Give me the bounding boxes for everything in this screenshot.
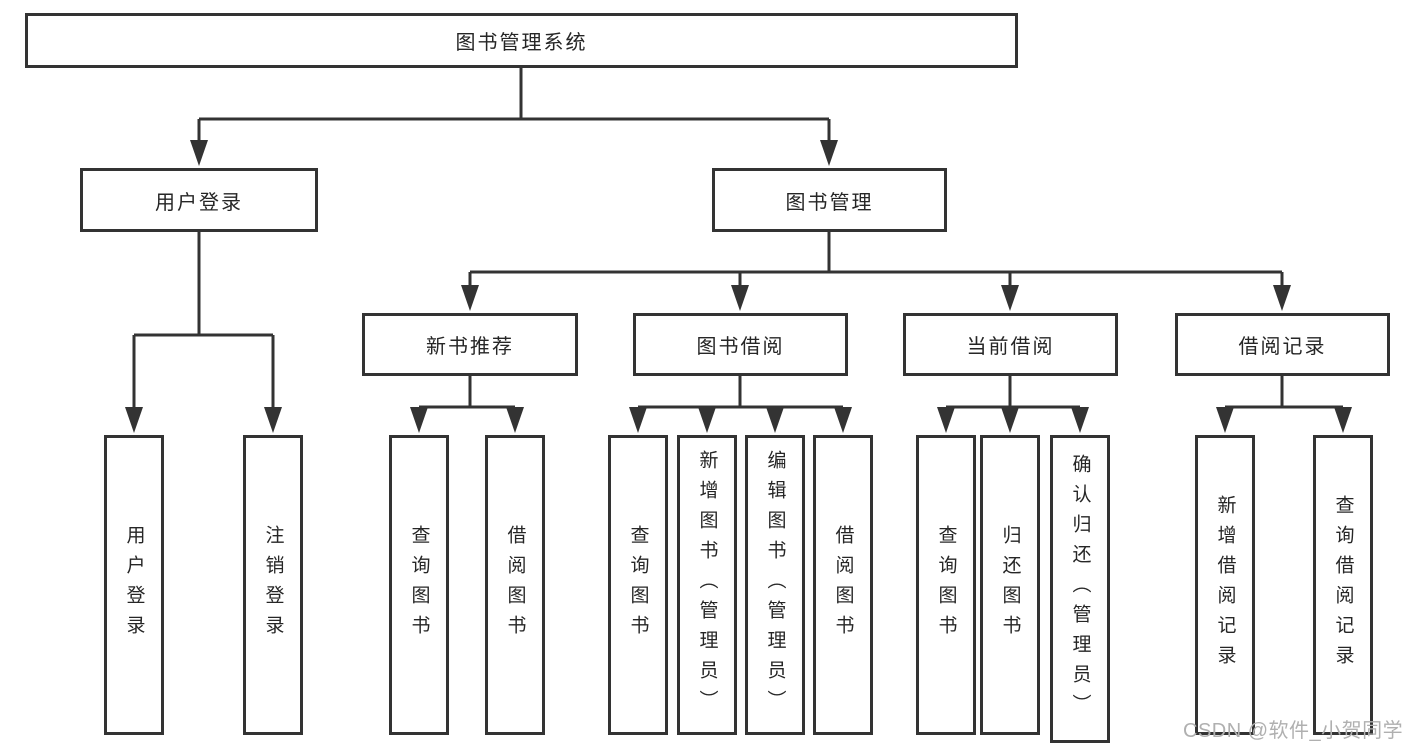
node-label: 图书借阅 bbox=[696, 336, 785, 358]
arrowhead bbox=[1273, 285, 1291, 311]
node-label: 借阅图书 bbox=[832, 525, 854, 645]
node-label: 新增图书（管理员） bbox=[696, 450, 718, 720]
node-leaf-logout: 注销登录 bbox=[243, 435, 303, 735]
arrowhead bbox=[1001, 285, 1019, 311]
connector-user-login-to-leaves bbox=[132, 232, 275, 409]
node-label: 图书管理系统 bbox=[455, 32, 588, 54]
connector-book-borrow-to-leaves bbox=[638, 376, 843, 409]
node-leaf-return-books: 归还图书 bbox=[980, 435, 1040, 735]
arrowhead bbox=[125, 407, 143, 433]
node-label: 新增借阅记录 bbox=[1214, 495, 1236, 675]
node-label: 查询借阅记录 bbox=[1332, 495, 1354, 675]
node-leaf-query-books: 查询图书 bbox=[608, 435, 668, 735]
arrowhead bbox=[698, 407, 716, 433]
arrowhead bbox=[834, 407, 852, 433]
arrowhead bbox=[506, 407, 524, 433]
node-label: 借阅图书 bbox=[504, 525, 526, 645]
node-label: 用户登录 bbox=[123, 525, 145, 645]
arrowhead bbox=[410, 407, 428, 433]
arrowhead bbox=[264, 407, 282, 433]
node-user-login: 用户登录 bbox=[80, 168, 318, 232]
node-label: 图书管理 bbox=[785, 191, 874, 214]
arrowhead bbox=[731, 285, 749, 311]
node-label: 确认归还（管理员） bbox=[1069, 454, 1091, 724]
arrowhead bbox=[629, 407, 647, 433]
node-book-management: 图书管理 bbox=[712, 168, 947, 232]
node-label: 查询图书 bbox=[935, 525, 957, 645]
node-label: 编辑图书（管理员） bbox=[764, 450, 786, 720]
node-leaf-query-books: 查询图书 bbox=[389, 435, 449, 735]
node-label: 借阅记录 bbox=[1238, 336, 1327, 358]
node-leaf-borrow-books: 借阅图书 bbox=[813, 435, 873, 735]
watermark: CSDN @软件_小贺同学 bbox=[1183, 720, 1404, 742]
arrowhead bbox=[461, 285, 479, 311]
node-library-management-system: 图书管理系统 bbox=[25, 13, 1018, 68]
node-label: 查询图书 bbox=[627, 525, 649, 645]
connector-new-book-rec-to-leaves bbox=[419, 376, 515, 409]
arrowhead bbox=[820, 140, 838, 166]
node-label: 用户登录 bbox=[155, 191, 243, 214]
node-label: 注销登录 bbox=[262, 525, 284, 645]
arrowhead bbox=[1216, 407, 1234, 433]
connector-book-management-to-level3 bbox=[468, 232, 1284, 287]
node-leaf-query-books: 查询图书 bbox=[916, 435, 976, 735]
arrowhead bbox=[937, 407, 955, 433]
arrowheads bbox=[125, 140, 1352, 433]
node-leaf-borrow-books: 借阅图书 bbox=[485, 435, 545, 735]
arrowhead bbox=[1071, 407, 1089, 433]
node-label: 当前借阅 bbox=[966, 336, 1055, 358]
node-leaf-confirm-return-admin: 确认归还（管理员） bbox=[1050, 435, 1110, 743]
connector-root-to-level2 bbox=[197, 68, 831, 143]
node-label: 归还图书 bbox=[999, 525, 1021, 645]
node-leaf-add-borrow-record: 新增借阅记录 bbox=[1195, 435, 1255, 735]
arrowhead bbox=[1334, 407, 1352, 433]
node-leaf-user-login: 用户登录 bbox=[104, 435, 164, 735]
arrowhead bbox=[190, 140, 208, 166]
node-label: 新书推荐 bbox=[426, 336, 514, 358]
node-leaf-add-books-admin: 新增图书（管理员） bbox=[677, 435, 737, 735]
node-leaf-query-borrow-record: 查询借阅记录 bbox=[1313, 435, 1373, 735]
node-current-borrowing: 当前借阅 bbox=[903, 313, 1118, 376]
node-book-borrowing: 图书借阅 bbox=[633, 313, 848, 376]
node-leaf-edit-books-admin: 编辑图书（管理员） bbox=[745, 435, 805, 735]
arrowhead bbox=[1001, 407, 1019, 433]
node-borrowing-records: 借阅记录 bbox=[1175, 313, 1390, 376]
node-new-book-recommendation: 新书推荐 bbox=[362, 313, 578, 376]
connector-borrow-records-to-leaves bbox=[1225, 376, 1343, 409]
arrowhead bbox=[766, 407, 784, 433]
node-label: 查询图书 bbox=[408, 525, 430, 645]
connector-current-borrow-to-leaves bbox=[946, 376, 1080, 409]
